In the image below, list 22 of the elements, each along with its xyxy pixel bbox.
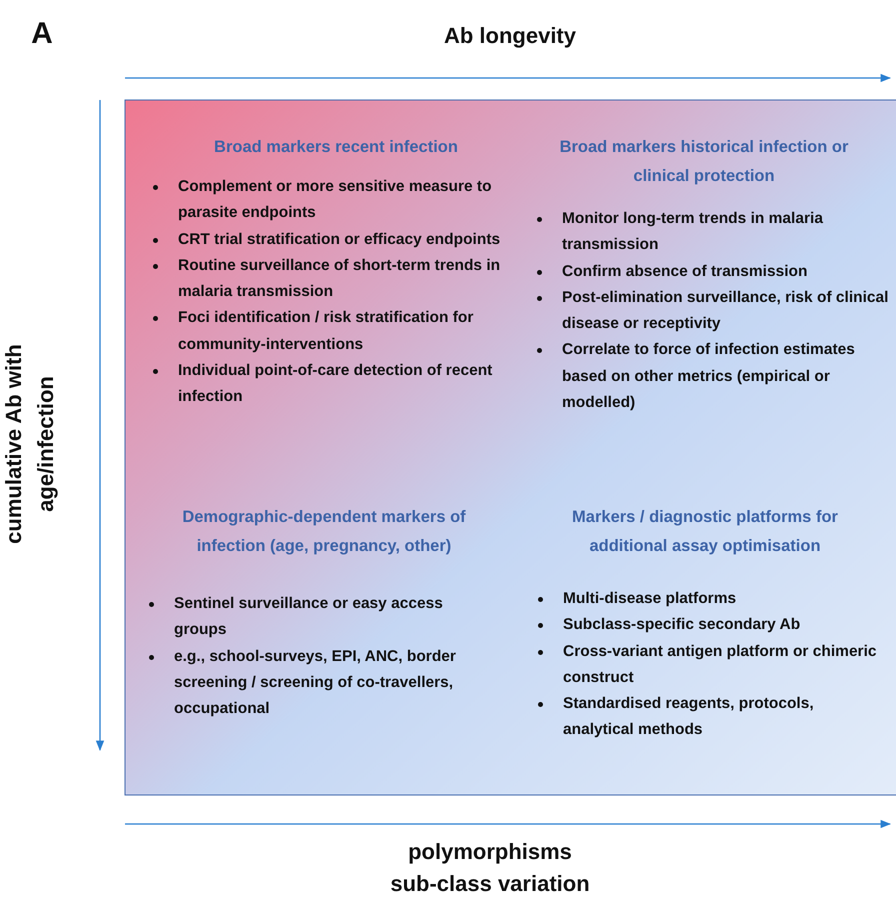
axis-title: Ab longevity (442, 22, 577, 50)
bullet-item: Routine surveillance of short-term trends in malaria transmission (150, 252, 522, 306)
quadrant-heading: Broad markers recent infection (213, 137, 459, 158)
bullet-item: Cross-variant antigen platform or chimeric construct (535, 638, 885, 692)
bullet-item: Standardised reagents, protocols, analytical methods (535, 691, 885, 744)
quadrant-heading: Broad markers historical infection or clinical protection (558, 137, 850, 187)
axis-title: cumulative Ab with age/infection (0, 344, 59, 544)
bullet-item: Multi-disease platforms (535, 586, 885, 612)
quadrant-heading: Demographic-dependent markers of infection (age, pregnancy, other) (181, 507, 467, 557)
bullet-item: Foci identification / risk stratification for community-interventions (150, 305, 522, 358)
bullet-item: Complement or more sensitive measure to parasite endpoints (150, 174, 522, 227)
bullet-item: e.g., school-surveys, EPI, ANC, border screening / screening of co-travellers, occupational (146, 644, 486, 722)
bullet-item: CRT trial stratification or efficacy endpoints (150, 226, 522, 253)
bullet-item: Subclass-specific secondary Ab (535, 612, 885, 639)
bullet-item: Correlate to force of infection estimates based on other metrics (empirical or modelled) (534, 337, 890, 416)
bullet-item: Individual point-of-care detection of recent infection (150, 358, 522, 411)
bullet-item: Post-elimination surveillance, risk of clinical disease or receptivity (534, 284, 890, 338)
panel-letter: A (30, 16, 54, 52)
axis-title: polymorphisms sub-class variation (390, 838, 590, 898)
quadrant-heading: Markers / diagnostic platforms for additional assay optimisation (571, 507, 839, 557)
bullet-item: Monitor long-term trends in malaria transmission (534, 206, 890, 259)
bullet-item: Confirm absence of transmission (534, 258, 890, 285)
